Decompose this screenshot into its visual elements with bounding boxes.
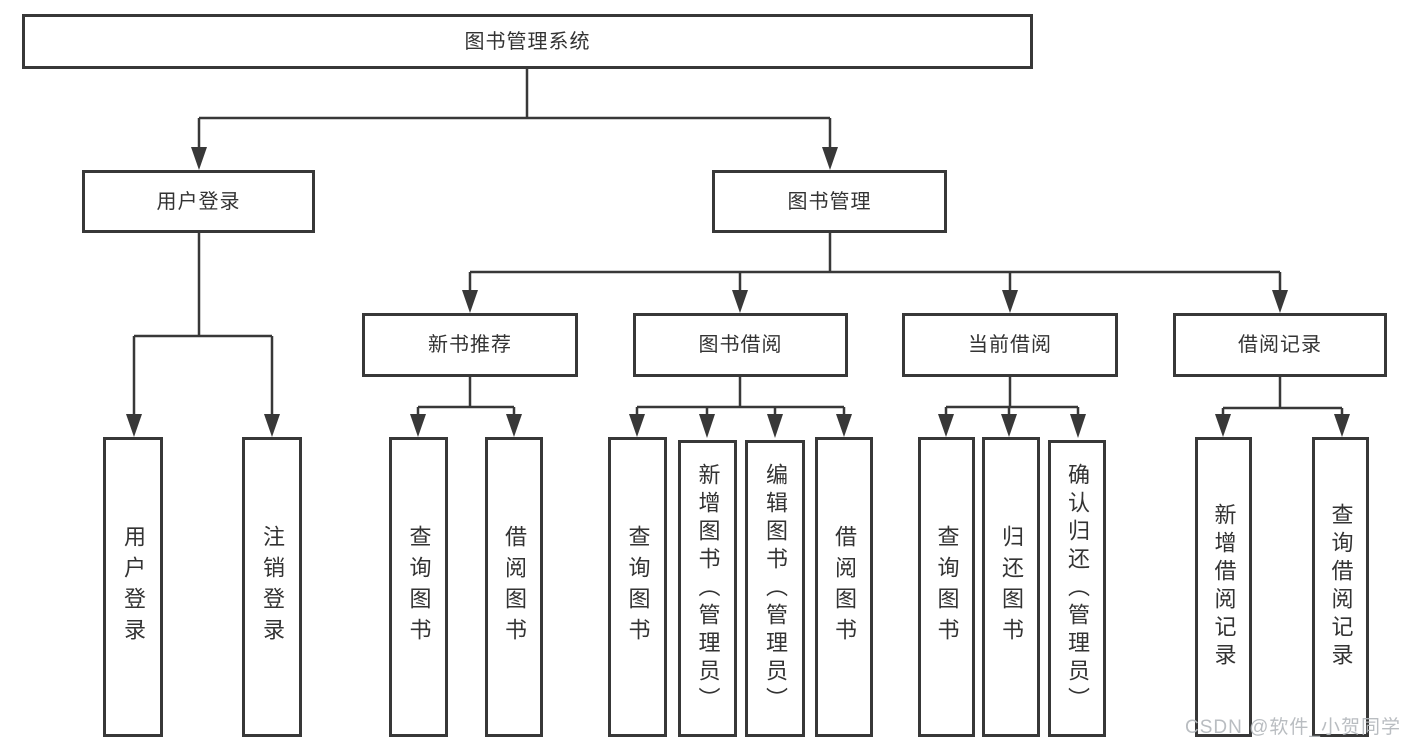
node-new-book-recommend: 新书推荐 [362, 313, 578, 377]
leaf-edit-book-admin: 编辑图书（管理员） [745, 440, 805, 737]
leaf-query-borrow-record: 查询借阅记录 [1312, 437, 1369, 737]
leaf-borrow-book-recommend: 借阅图书 [485, 437, 543, 737]
node-book-management: 图书管理 [712, 170, 947, 233]
leaf-borrow-book: 借阅图书 [815, 437, 873, 737]
leaf-logout: 注销登录 [242, 437, 302, 737]
leaf-confirm-return-admin: 确认归还（管理员） [1048, 440, 1106, 737]
node-book-borrowing: 图书借阅 [633, 313, 848, 377]
leaf-return-book: 归还图书 [982, 437, 1040, 737]
leaf-query-book-borrowing: 查询图书 [608, 437, 667, 737]
node-current-borrowing: 当前借阅 [902, 313, 1118, 377]
node-user-login: 用户登录 [82, 170, 315, 233]
leaf-query-book-recommend: 查询图书 [389, 437, 448, 737]
leaf-query-book-current: 查询图书 [918, 437, 975, 737]
csdn-watermark: CSDN @软件_小贺同学 [1185, 717, 1401, 738]
leaf-add-borrow-record: 新增借阅记录 [1195, 437, 1252, 737]
leaf-user-login: 用户登录 [103, 437, 163, 737]
leaf-add-book-admin: 新增图书（管理员） [678, 440, 737, 737]
node-library-management-system: 图书管理系统 [22, 14, 1033, 69]
node-borrowing-records: 借阅记录 [1173, 313, 1387, 377]
